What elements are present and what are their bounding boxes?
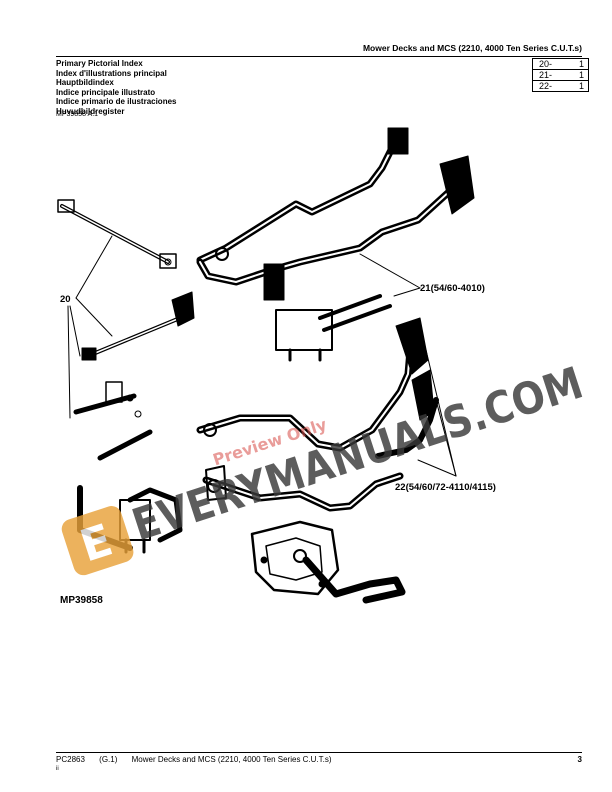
index-title-es: Indice primario de ilustraciones — [56, 97, 177, 107]
leader-lines-22 — [417, 349, 457, 477]
footer-code: PC2863 — [56, 755, 85, 764]
index-titles: Primary Pictorial Index Index d'illustra… — [56, 59, 176, 117]
callout-21: 21(54/60-4010) — [420, 283, 485, 294]
part-20-bar — [97, 410, 153, 461]
ref-row: 20-1 — [539, 59, 584, 69]
part-20-middle-rod — [81, 291, 195, 361]
leader-lines-20 — [67, 235, 113, 419]
callout-20: 20 — [60, 294, 71, 305]
reference-table: 20-1 21-1 22-1 — [532, 58, 589, 92]
index-title-it: Indice principale illustrato — [56, 87, 156, 97]
footer-sub: ii — [56, 766, 59, 772]
footer-section: (G.1) — [99, 755, 118, 764]
watermark-text: EVERYMANUALS.COM — [126, 358, 589, 552]
header-rule — [56, 56, 582, 57]
watermark: E EVERYMANUALS.COM Preview Only — [61, 358, 589, 576]
part-21-frame — [196, 127, 475, 362]
ref-row: 22-1 — [533, 80, 588, 91]
footer: PC2863 (G.1) Mower Decks and MCS (2210, … — [56, 755, 344, 764]
part-22-lower-arm — [202, 465, 404, 512]
part-22-upper-arm — [196, 317, 439, 459]
part-20-small-link — [73, 381, 137, 415]
figure-reference: MP39858 A.1 — [56, 111, 99, 118]
index-title-fr: Index d'illustrations principal — [56, 68, 167, 78]
index-title-sv: Huvudbildregister — [56, 106, 125, 116]
leader-lines-21 — [359, 253, 421, 297]
footer-title: Mower Decks and MCS (2210, 4000 Ten Seri… — [131, 755, 332, 764]
footer-rule — [56, 752, 582, 753]
header-title: Mower Decks and MCS (2210, 4000 Ten Seri… — [362, 43, 582, 53]
index-title-de: Hauptbildindex — [56, 78, 114, 88]
page-number: 3 — [577, 755, 582, 764]
watermark-logo-icon — [61, 506, 134, 576]
index-title-en: Primary Pictorial Index — [56, 59, 143, 68]
figure-caption: MP39858 — [60, 595, 103, 606]
part-22-bracket — [250, 520, 406, 604]
part-20-long-rod — [57, 199, 177, 269]
ref-row: 21-1 — [533, 69, 588, 80]
callout-22: 22(54/60/72-4110/4115) — [395, 482, 496, 493]
